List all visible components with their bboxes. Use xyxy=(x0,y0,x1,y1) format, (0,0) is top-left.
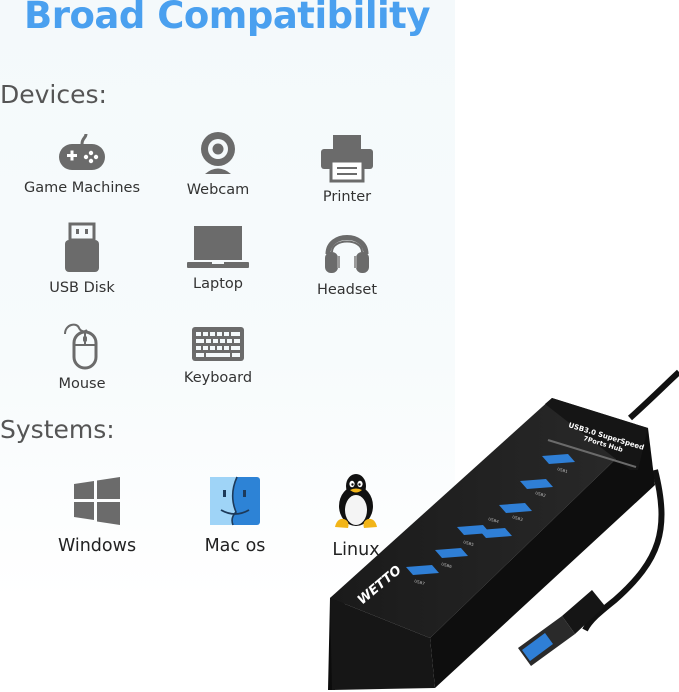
device-headset: Headset xyxy=(272,222,422,298)
device-label: USB Disk xyxy=(49,280,115,296)
devices-heading: Devices: xyxy=(0,80,107,109)
usb-port xyxy=(499,503,532,513)
device-webcam: Webcam xyxy=(143,130,293,198)
port-label: USB1 xyxy=(557,466,569,474)
device-printer: Printer xyxy=(272,133,422,205)
hub-label-bottom: 7Ports Hub xyxy=(582,434,624,454)
system-linux: Linux xyxy=(281,472,431,560)
usb-port xyxy=(457,525,490,535)
device-usb-disk: USB Disk xyxy=(7,222,157,296)
mac-os-logo-icon xyxy=(210,476,260,526)
device-label: Printer xyxy=(322,189,372,205)
page-title: Broad Compatibility xyxy=(24,0,431,37)
usb-port xyxy=(479,528,512,538)
port-label: USB2 xyxy=(535,490,547,498)
hub-label-top: USB3.0 SuperSpeed xyxy=(567,421,645,452)
device-game-machines: Game Machines xyxy=(7,130,157,196)
laptop-icon xyxy=(187,226,249,268)
usb-disk-icon xyxy=(65,222,99,272)
gamepad-icon xyxy=(59,133,105,170)
port-label: USB3 xyxy=(512,514,524,522)
device-label: Game Machines xyxy=(23,180,141,196)
webcam-icon xyxy=(201,132,235,174)
systems-heading: Systems: xyxy=(0,415,115,444)
device-keyboard: Keyboard xyxy=(143,326,293,386)
system-macos: Mac os xyxy=(160,476,310,556)
keyboard-icon xyxy=(192,327,244,361)
device-label: Headset xyxy=(316,282,378,298)
port-label: USB4 xyxy=(488,516,500,524)
device-label: Laptop xyxy=(193,276,243,292)
device-mouse: Mouse xyxy=(7,318,157,392)
linux-penguin-icon xyxy=(335,474,377,528)
headset-icon xyxy=(325,235,369,273)
system-label: Mac os xyxy=(204,536,266,556)
usb-plug xyxy=(518,590,605,666)
usb-port xyxy=(520,479,553,489)
system-label: Windows xyxy=(57,536,137,556)
system-label: Linux xyxy=(332,540,380,560)
device-label: Webcam xyxy=(186,182,250,198)
mouse-icon xyxy=(64,323,98,370)
device-laptop: Laptop xyxy=(143,224,293,292)
system-windows: Windows xyxy=(22,476,172,556)
printer-icon xyxy=(321,135,373,183)
usb-port xyxy=(542,454,575,464)
device-label: Mouse xyxy=(58,376,106,392)
windows-logo-icon xyxy=(74,477,120,525)
port-label: USB5 xyxy=(463,539,475,547)
device-label: Keyboard xyxy=(183,370,253,386)
